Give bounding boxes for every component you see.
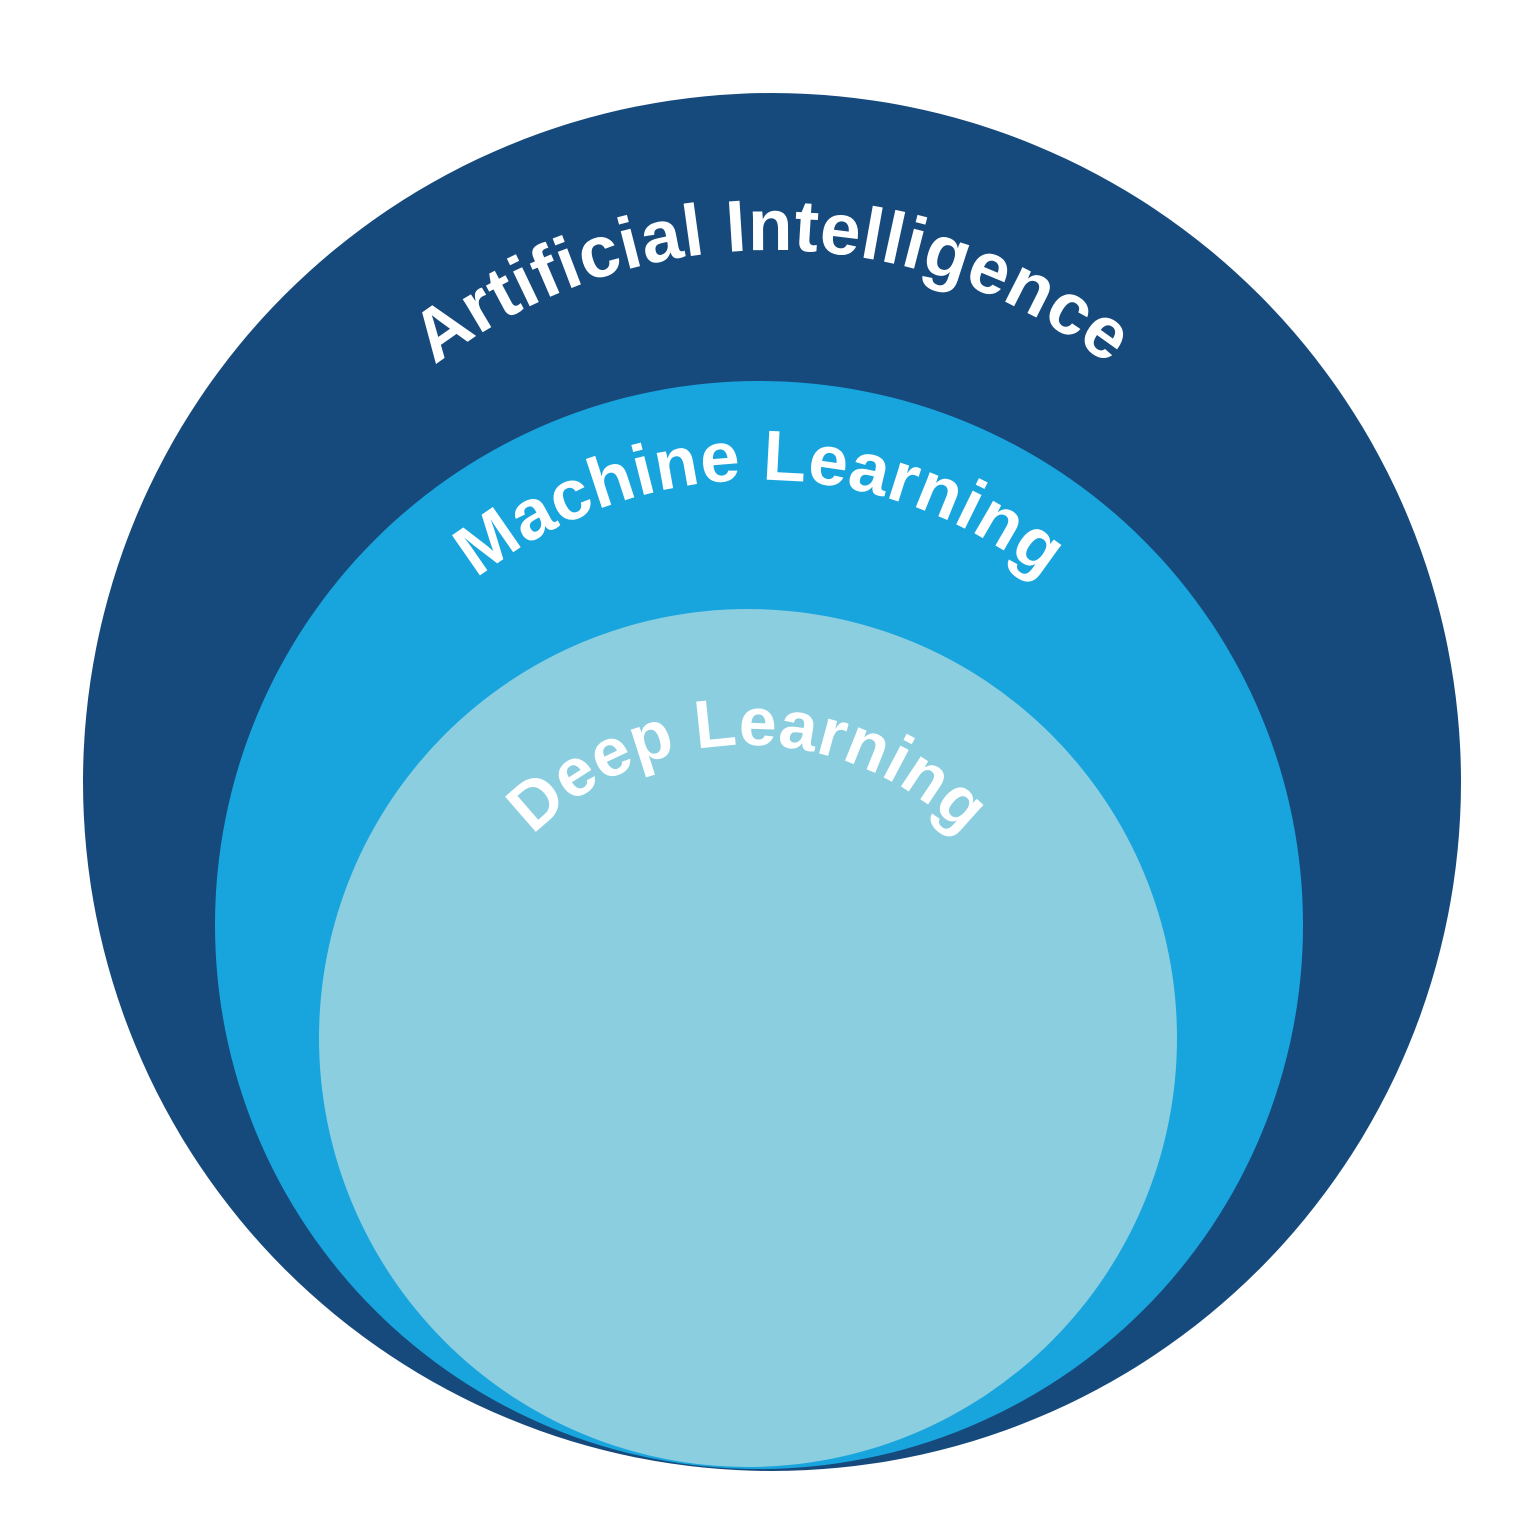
deep-learning-circle [319, 609, 1177, 1467]
